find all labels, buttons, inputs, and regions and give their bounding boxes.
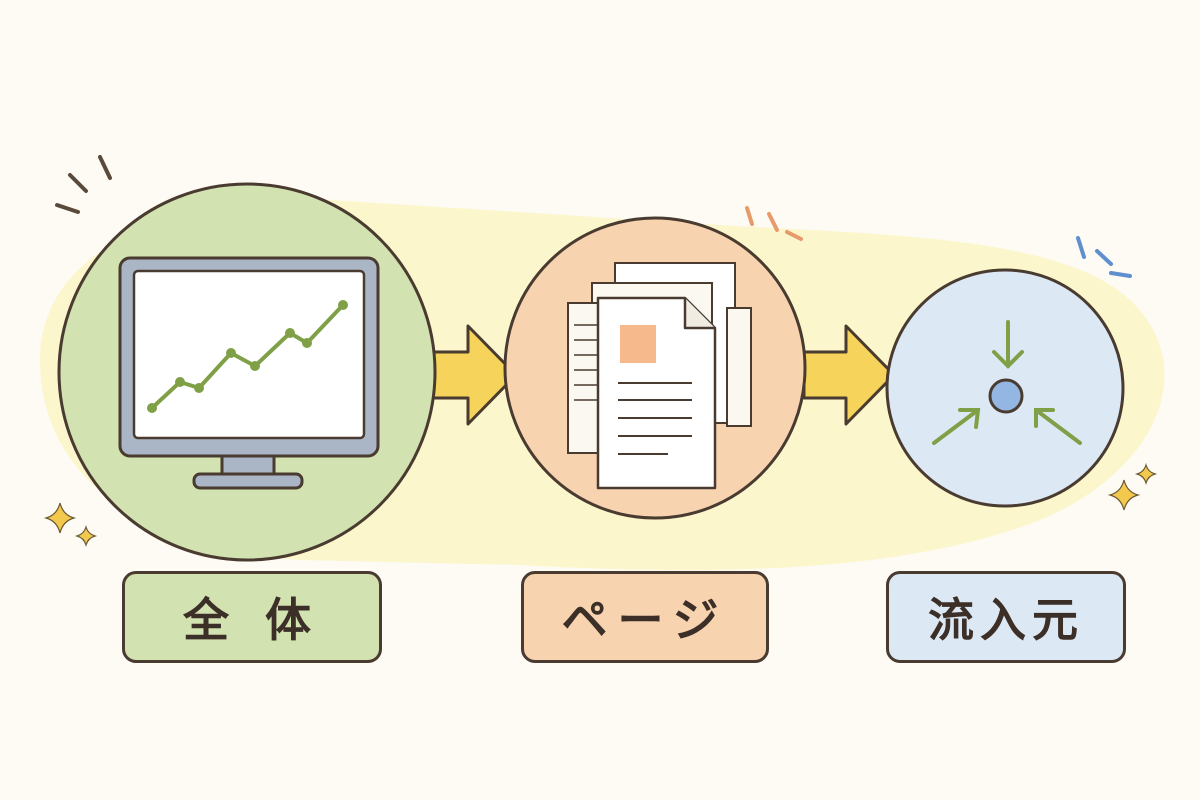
arrow-right-icon (428, 324, 518, 426)
sparkle-icon (43, 502, 98, 548)
emphasis-marks-blue (1076, 236, 1132, 278)
arrow-right-icon (802, 324, 896, 426)
emphasis-marks-orange (745, 206, 803, 241)
step-label-page-text: ページ (561, 593, 729, 647)
emphasis-marks-brown (55, 155, 112, 214)
monitor-line-chart-icon (118, 256, 380, 490)
step-label-source: 流入元 (886, 571, 1126, 663)
sparkle-icon (1107, 462, 1158, 511)
step-label-overall: 全 体 (122, 571, 382, 663)
step-label-page: ページ (521, 571, 769, 663)
documents-stack-icon (567, 262, 752, 490)
step-label-overall-text: 全 体 (182, 593, 321, 647)
converging-arrows-icon (932, 320, 1082, 445)
step-label-source-text: 流入元 (928, 593, 1084, 647)
